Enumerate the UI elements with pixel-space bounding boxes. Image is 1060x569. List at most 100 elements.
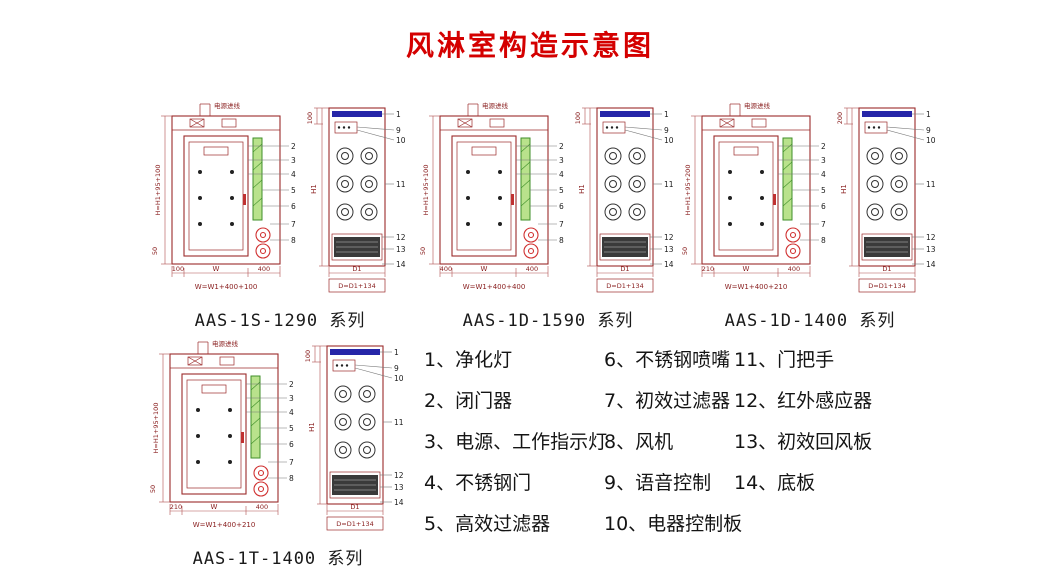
depth-formula-box — [326, 516, 384, 531]
drawing-views: 电源进线 — [148, 332, 408, 542]
width-formula: W=W1+400+210 — [193, 521, 256, 529]
legend-item-1: 1、净化灯 — [424, 349, 513, 371]
nozzle-circles — [336, 147, 378, 221]
left-bottom-dim: 50 — [681, 247, 689, 255]
callout-number: 14 — [926, 260, 936, 269]
door — [713, 135, 779, 257]
side-top-dim: 100 — [304, 350, 312, 362]
width-formula: W=W1+400+400 — [463, 283, 526, 291]
callout-number: 1 — [396, 110, 401, 119]
door — [183, 135, 249, 257]
bottom-mid-dim: W — [213, 265, 220, 273]
callout-number: 8 — [291, 236, 296, 245]
power-inlet-lines — [199, 103, 211, 116]
bottom-right-dim: 400 — [258, 265, 270, 273]
series-label: AAS-1S-1290 系列 — [194, 311, 366, 331]
callout-number: 10 — [926, 136, 936, 145]
legend-column-1: 1、净化灯 2、闭门器 3、电源、工作指示灯 4、不锈钢门 5、高效过滤器 — [424, 340, 607, 545]
callout-number: 4 — [821, 170, 826, 179]
power-inlet-label: 电源进线 — [214, 101, 241, 110]
front-callout-leaders — [516, 145, 557, 241]
side-height-dim: H1 — [840, 184, 848, 194]
bottom-left-dim: 210 — [702, 265, 714, 273]
power-inlet-label: 电源进线 — [212, 339, 239, 348]
legend-item-10: 10、电器控制板 — [604, 513, 743, 535]
depth-formula: D=D1+134 — [338, 282, 375, 290]
side-view-drawing: 200 H1 — [836, 107, 936, 293]
callout-number: 2 — [291, 142, 296, 151]
return-air-grille — [331, 233, 383, 261]
callout-number: 13 — [396, 245, 406, 254]
legend-item-8: 8、风机 — [604, 431, 674, 453]
top-dimension-lines — [582, 107, 597, 125]
power-inlet-lines — [197, 341, 209, 354]
callout-number: 3 — [559, 156, 564, 165]
callout-number: 12 — [396, 233, 406, 242]
drawing-views: 电源进线 — [150, 94, 410, 304]
callout-number: 2 — [821, 142, 826, 151]
door-handle — [773, 194, 776, 205]
depth-dim: D1 — [352, 265, 361, 273]
legend-item-12: 12、红外感应器 — [734, 390, 873, 412]
callout-number: 3 — [289, 394, 294, 403]
height-formula: H=H1+95+100 — [422, 165, 430, 216]
side-height-dim: H1 — [310, 184, 318, 194]
nozzle-circles — [334, 385, 376, 459]
callout-number: 11 — [664, 180, 674, 189]
side-height-dimension-lines — [587, 108, 597, 267]
control-box — [602, 121, 626, 134]
height-dimension-lines — [691, 115, 702, 265]
callout-number: 7 — [821, 220, 826, 229]
purification-lamp-bar — [332, 111, 382, 117]
side-callout-leaders — [624, 113, 663, 265]
depth-formula-box — [328, 278, 386, 293]
bottom-right-dim: 400 — [788, 265, 800, 273]
side-callout-leaders — [886, 113, 925, 265]
callout-number: 5 — [289, 424, 294, 433]
side-cabinet-outline — [596, 107, 654, 267]
front-view-drawing: 电源进线 — [149, 339, 294, 529]
drawing-views: 电源进线 — [418, 94, 678, 304]
legend-item-5: 5、高效过滤器 — [424, 513, 551, 535]
legend-item-13: 13、初效回风板 — [734, 431, 873, 453]
power-inlet-label: 电源进线 — [482, 101, 509, 110]
top-dimension-lines — [314, 107, 329, 125]
side-cabinet-outline — [328, 107, 386, 267]
door-handle — [511, 194, 514, 205]
left-bottom-dim: 50 — [419, 247, 427, 255]
width-dimension-lines — [171, 266, 281, 277]
callout-number: 6 — [291, 202, 296, 211]
door-handle — [243, 194, 246, 205]
diagram-group-aas-1s-1290: 电源进线 — [150, 94, 410, 331]
diagram-group-aas-1d-1400: 电源进线 — [680, 94, 940, 331]
purification-lamp-bar — [600, 111, 650, 117]
callout-number: 11 — [394, 418, 404, 427]
callout-number: 3 — [291, 156, 296, 165]
return-air-grille — [861, 233, 913, 261]
width-dimension-lines — [169, 504, 279, 515]
height-formula: H=H1+95+200 — [684, 165, 692, 216]
callout-number: 14 — [394, 498, 404, 507]
bottom-left-dim: 400 — [440, 265, 452, 273]
depth-formula: D=D1+134 — [606, 282, 643, 290]
bottom-left-dim: 210 — [170, 503, 182, 511]
door-handle — [241, 432, 244, 443]
top-dimension-lines — [844, 107, 859, 125]
left-bottom-dim: 50 — [149, 485, 157, 493]
callout-number: 3 — [821, 156, 826, 165]
fan-circles — [785, 227, 801, 259]
callout-number: 6 — [559, 202, 564, 211]
legend-item-2: 2、闭门器 — [424, 390, 513, 412]
side-cabinet-outline — [858, 107, 916, 267]
legend-item-14: 14、底板 — [734, 472, 816, 494]
power-inlet-lines — [729, 103, 741, 116]
callout-number: 5 — [291, 186, 296, 195]
depth-formula-box — [858, 278, 916, 293]
fan-circles — [255, 227, 271, 259]
diagram-group-aas-1d-1590: 电源进线 — [418, 94, 678, 331]
callout-number: 9 — [394, 364, 399, 373]
callout-number: 2 — [289, 380, 294, 389]
bottom-right-dim: 400 — [256, 503, 268, 511]
depth-dimension-lines — [326, 505, 384, 515]
